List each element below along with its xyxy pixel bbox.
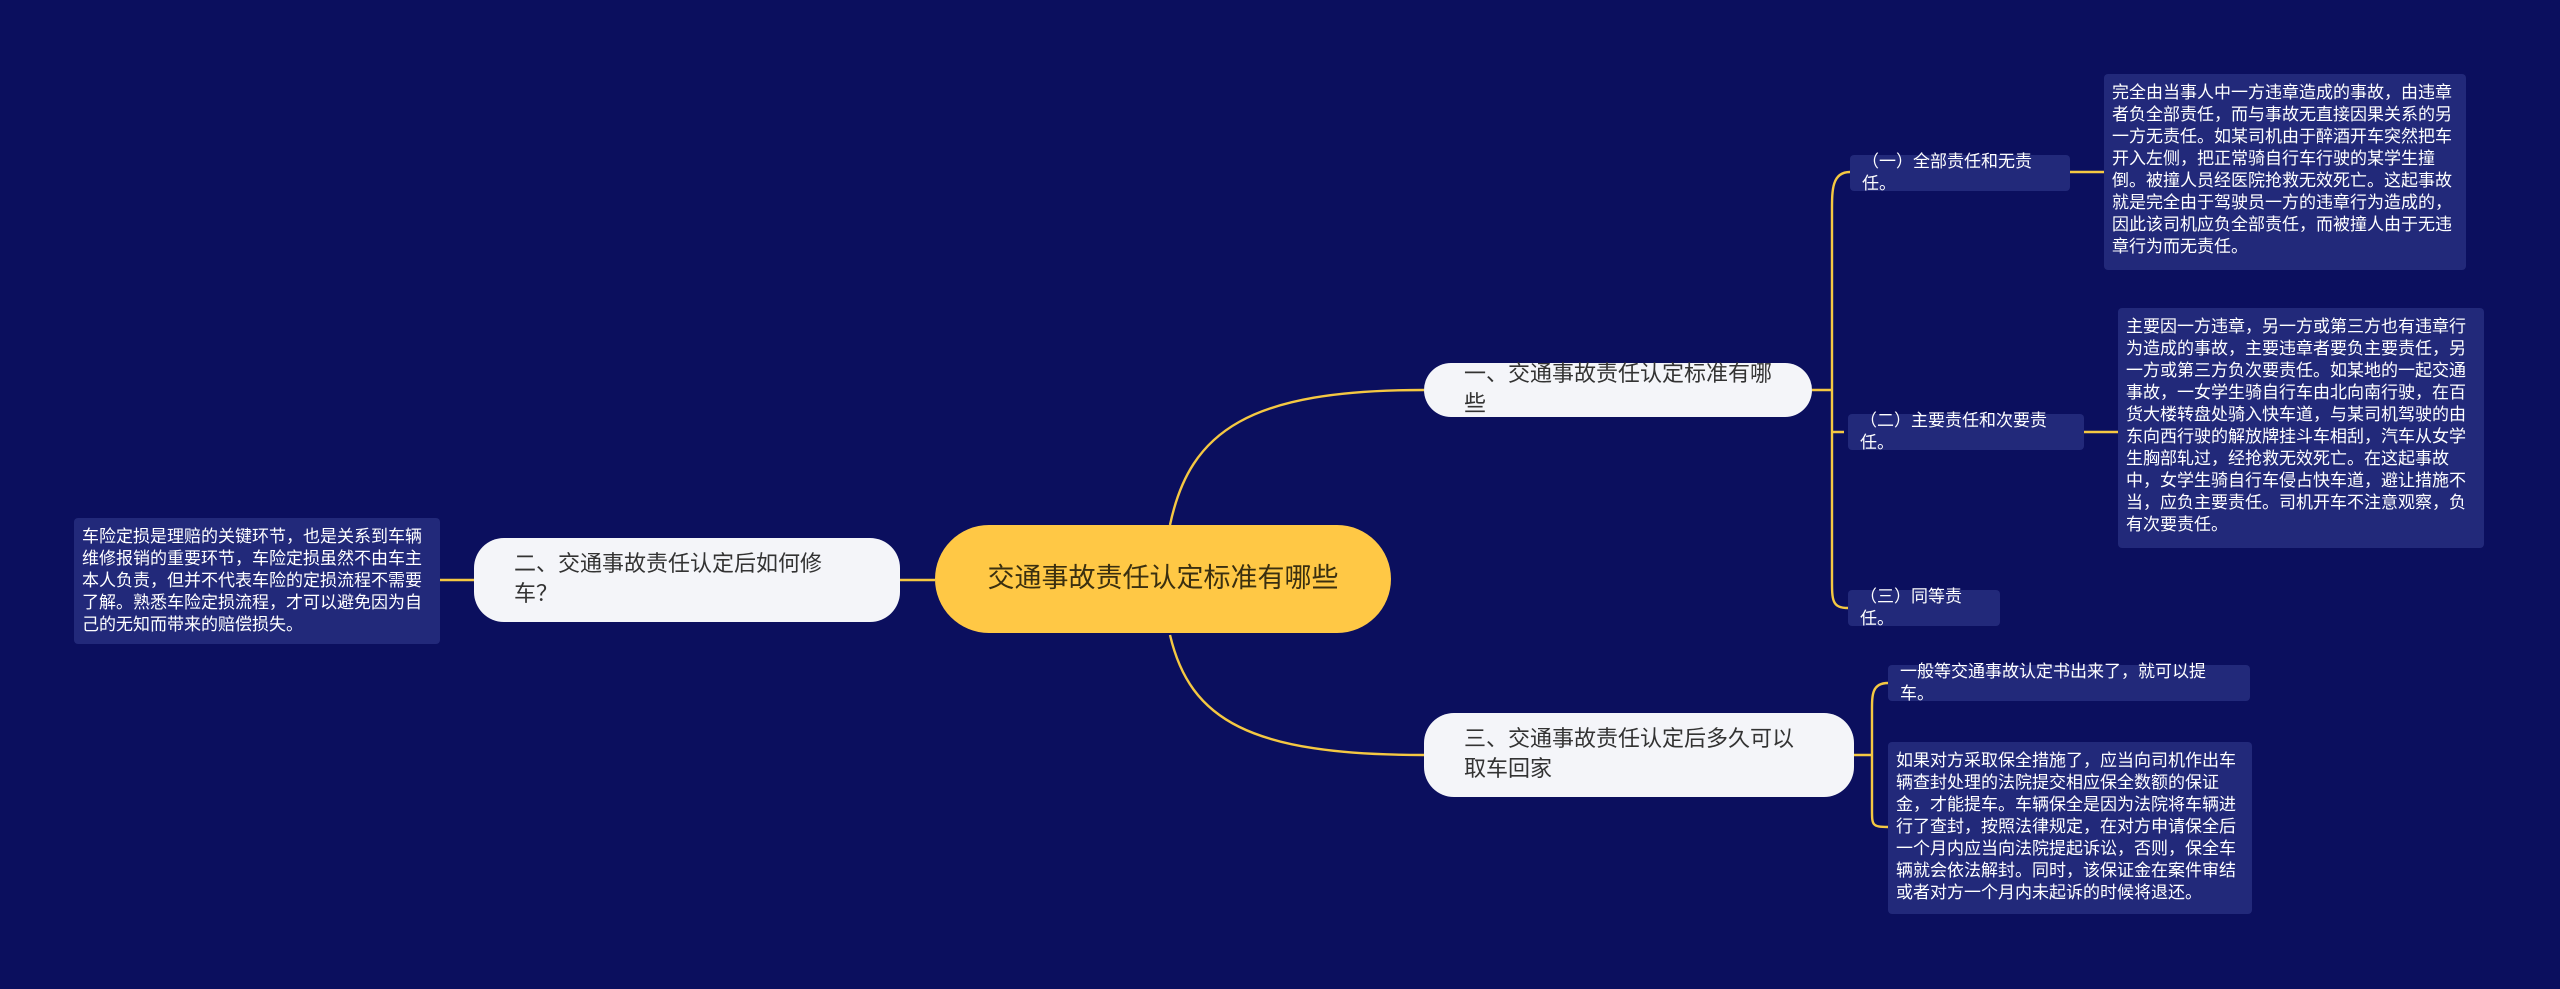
root-topic[interactable]: 交通事故责任认定标准有哪些 bbox=[935, 525, 1391, 633]
detail-vehicle-repair-text: 车险定损是理赔的关键环节，也是关系到车辆维修报销的重要环节，车险定损虽然不由车主… bbox=[82, 527, 422, 635]
connector-branch-1-bracket bbox=[1812, 170, 1851, 610]
sub-topic-equal-responsibility[interactable]: （三）同等责任。 bbox=[1848, 587, 2000, 629]
sub-topic-full-responsibility[interactable]: （一）全部责任和无责任。 bbox=[1850, 152, 2070, 194]
sub-topic-primary-responsibility[interactable]: （二）主要责任和次要责任。 bbox=[1848, 411, 2084, 453]
sub-topic-full-responsibility-label: （一）全部责任和无责任。 bbox=[1862, 152, 2032, 194]
detail-preservation-measures: 如果对方采取保全措施了，应当向司机作出车辆查封处理的法院提交相应保全数额的保证金… bbox=[1888, 742, 2252, 914]
branch-topic-2-label: 二、交通事故责任认定后如何修车？ bbox=[514, 552, 823, 607]
detail-primary-responsibility-text: 主要因一方违章，另一方或第三方也有违章行为造成的事故，主要违章者要负主要责任，另… bbox=[2126, 317, 2466, 535]
detail-pickup-time-text: 一般等交通事故认定书出来了，就可以提车。 bbox=[1900, 662, 2206, 704]
detail-preservation-measures-text: 如果对方采取保全措施了，应当向司机作出车辆查封处理的法院提交相应保全数额的保证金… bbox=[1896, 751, 2236, 903]
sub-topic-primary-responsibility-label: （二）主要责任和次要责任。 bbox=[1860, 411, 2047, 453]
branch-topic-1[interactable]: 一、交通事故责任认定标准有哪些 bbox=[1424, 362, 1812, 417]
detail-primary-responsibility: 主要因一方违章，另一方或第三方也有违章行为造成的事故，主要违章者要负主要责任，另… bbox=[2118, 308, 2484, 548]
connector-root-branch-1 bbox=[1168, 388, 1425, 526]
detail-full-responsibility: 完全由当事人中一方违章造成的事故，由违章者负全部责任，而与事故无直接因果关系的另… bbox=[2104, 74, 2466, 270]
branch-topic-2[interactable]: 二、交通事故责任认定后如何修车？ bbox=[474, 538, 900, 622]
branch-topic-3[interactable]: 三、交通事故责任认定后多久可以取车回家 bbox=[1424, 713, 1854, 797]
detail-full-responsibility-text: 完全由当事人中一方违章造成的事故，由违章者负全部责任，而与事故无直接因果关系的另… bbox=[2112, 83, 2452, 257]
root-topic-label: 交通事故责任认定标准有哪些 bbox=[987, 563, 1339, 594]
detail-vehicle-repair: 车险定损是理赔的关键环节，也是关系到车辆维修报销的重要环节，车险定损虽然不由车主… bbox=[74, 518, 440, 644]
connector-root-branch-3 bbox=[1168, 634, 1425, 757]
branch-topic-3-label: 三、交通事故责任认定后多久可以取车回家 bbox=[1464, 727, 1795, 782]
detail-pickup-time: 一般等交通事故认定书出来了，就可以提车。 bbox=[1888, 662, 2250, 704]
sub-topic-equal-responsibility-label: （三）同等责任。 bbox=[1860, 587, 1962, 629]
branch-topic-1-label: 一、交通事故责任认定标准有哪些 bbox=[1464, 362, 1773, 417]
connector-branch-3-bracket bbox=[1854, 681, 1889, 829]
